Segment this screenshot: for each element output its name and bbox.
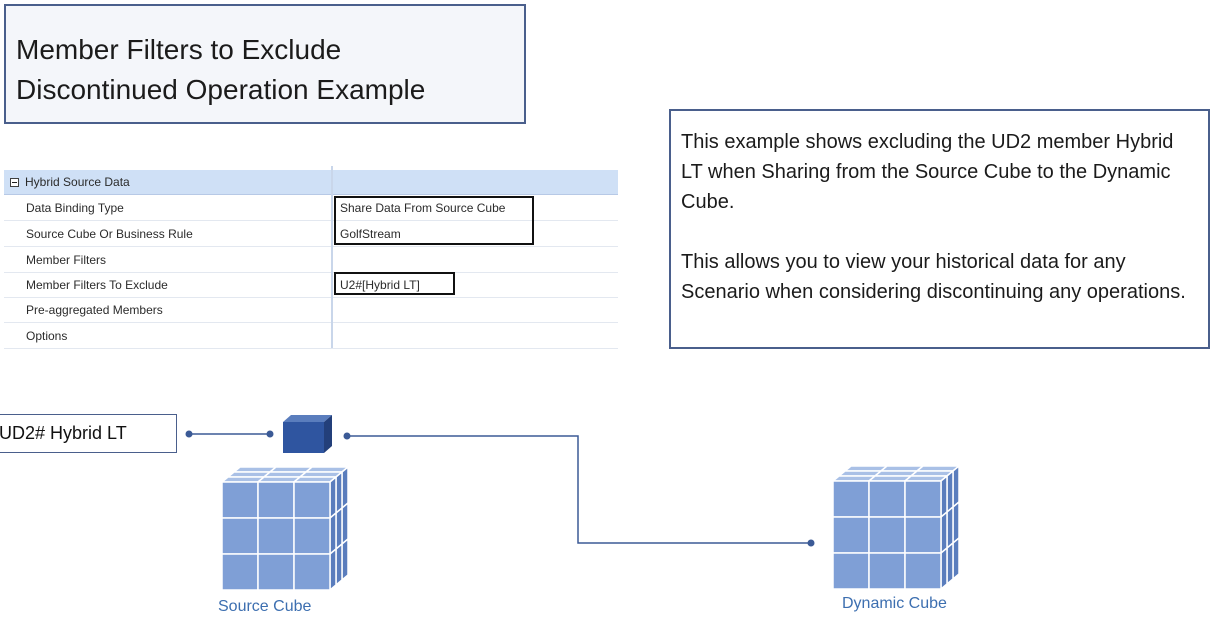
- cube-block-face: [335, 506, 343, 551]
- cube-block-face: [341, 465, 349, 510]
- cube-block-face: [335, 470, 343, 515]
- collapse-icon[interactable]: [10, 178, 19, 187]
- cube-block-face: [832, 516, 870, 554]
- source-cube-icon: [219, 465, 351, 592]
- property-grid: Hybrid Source Data Data Binding Type Sha…: [4, 166, 618, 349]
- property-value[interactable]: Share Data From Source Cube: [340, 201, 506, 215]
- property-row-member-filters-to-exclude[interactable]: Member Filters To Exclude U2#[Hybrid LT]: [4, 272, 618, 298]
- cube-block-face: [868, 480, 906, 518]
- cube-block-face: [952, 536, 960, 581]
- cube-block-face: [257, 517, 295, 555]
- cube-block-face: [329, 511, 337, 556]
- cube-block-face: [904, 552, 942, 590]
- cube-block-face: [221, 481, 259, 519]
- source-cube-caption: Source Cube: [218, 598, 312, 615]
- title-box: Member Filters to Exclude Discontinued O…: [4, 4, 526, 124]
- highlight-binding-box: [334, 196, 534, 245]
- cube-block-face: [904, 516, 942, 554]
- column-divider: [331, 166, 333, 348]
- cube-block-face: [293, 517, 331, 555]
- cube-block-face: [293, 481, 331, 519]
- property-row-pre-aggregated-members[interactable]: Pre-aggregated Members: [4, 297, 618, 323]
- highlight-exclude-box: [334, 272, 455, 295]
- property-value[interactable]: U2#[Hybrid LT]: [340, 278, 420, 292]
- cube-block-face: [946, 541, 954, 586]
- cube-block-face: [335, 542, 343, 587]
- connector-dot: [185, 430, 193, 438]
- member-label-box: UD2# Hybrid LT: [0, 414, 177, 453]
- cube-block-face: [868, 516, 906, 554]
- property-label: Data Binding Type: [26, 201, 124, 215]
- cube-block-face: [940, 474, 948, 519]
- dynamic-cube-caption: Dynamic Cube: [842, 595, 947, 612]
- title-line-1: Member Filters to Exclude: [16, 34, 342, 65]
- property-label: Source Cube Or Business Rule: [26, 227, 193, 241]
- cube-block-face: [329, 475, 337, 520]
- cube-block-face: [940, 510, 948, 555]
- cube-block-face: [946, 505, 954, 550]
- cube-block-face: [221, 553, 259, 591]
- property-label: Member Filters: [26, 253, 107, 267]
- property-group-label: Hybrid Source Data: [25, 175, 130, 189]
- cube-block-face: [832, 552, 870, 590]
- note-box: This example shows excluding the UD2 mem…: [669, 109, 1210, 349]
- property-row-data-binding-type[interactable]: Data Binding Type Share Data From Source…: [4, 195, 618, 221]
- cube-block-face: [868, 552, 906, 590]
- property-row-source-cube[interactable]: Source Cube Or Business Rule GolfStream: [4, 221, 618, 247]
- dynamic-cube-icon: [830, 464, 962, 591]
- property-label: Pre-aggregated Members: [26, 303, 163, 317]
- cube-block-face: [832, 480, 870, 518]
- share-connector: [347, 435, 811, 544]
- property-row-member-filters[interactable]: Member Filters: [4, 247, 618, 273]
- cube-block-face: [946, 469, 954, 514]
- cube-block-face: [329, 547, 337, 592]
- property-label: Member Filters To Exclude: [26, 278, 168, 292]
- connector-dot: [807, 539, 815, 547]
- cube-block-face: [221, 517, 259, 555]
- connector-dot: [343, 432, 351, 440]
- cube-block-face: [341, 501, 349, 546]
- connectors: [185, 430, 815, 547]
- small-member-cube-icon: [283, 415, 332, 453]
- property-row-options[interactable]: Options: [4, 323, 618, 349]
- cube-block-face: [952, 464, 960, 509]
- cube-block-face: [904, 480, 942, 518]
- title-line-2: Discontinued Operation Example: [16, 74, 426, 105]
- note-paragraph-2: This allows you to view your historical …: [681, 251, 1186, 303]
- property-value[interactable]: GolfStream: [340, 227, 401, 241]
- property-label: Options: [26, 329, 68, 343]
- property-group-header[interactable]: Hybrid Source Data: [4, 170, 618, 195]
- cube-block-face: [341, 537, 349, 582]
- cube-block-face: [952, 500, 960, 545]
- cube-block-face: [940, 546, 948, 591]
- note-paragraph-1: This example shows excluding the UD2 mem…: [681, 131, 1174, 213]
- connector-dot: [266, 430, 274, 438]
- cube-block-face: [257, 553, 295, 591]
- cube-block-face: [293, 553, 331, 591]
- cube-block-face: [257, 481, 295, 519]
